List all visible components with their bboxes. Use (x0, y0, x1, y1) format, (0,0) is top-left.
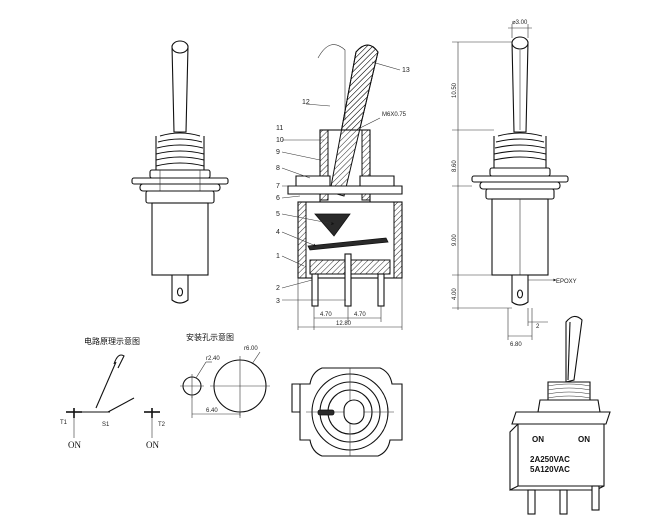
top-view (291, 367, 403, 457)
hole-spacing: 6.40 (206, 408, 218, 414)
dim-tip: ⌀3.00 (512, 20, 528, 26)
terminal-hole (176, 287, 184, 297)
callout-9: 9 (276, 149, 280, 156)
dim-body-height: 9.00 (452, 234, 458, 246)
callout-11: 11 (276, 125, 283, 132)
rating-line-1: 2A250VAC (530, 455, 570, 464)
on-left-label: ON (68, 440, 81, 450)
iso-on-right: ON (578, 435, 590, 444)
callout-3: 3 (276, 298, 280, 305)
actuator (314, 213, 351, 237)
dim-terminal-height: 4.00 (452, 288, 458, 300)
callout-7: 7 (276, 183, 280, 190)
callout-1: 1 (276, 253, 280, 260)
callout-10: 10 (276, 137, 284, 144)
thread-coils (155, 132, 205, 172)
ghost-lever (317, 44, 346, 120)
dim-body-width: 6.80 (510, 342, 522, 348)
epoxy-label: EPOXY (556, 279, 577, 285)
lever-shape (171, 41, 189, 133)
iso-on-left: ON (532, 435, 544, 444)
circuit-lever (95, 361, 117, 409)
callout-8: 8 (276, 165, 280, 172)
front-view (131, 40, 229, 304)
callout-5: 5 (276, 211, 280, 218)
switch-body (151, 202, 209, 276)
rating-line-2: 5A120VAC (530, 465, 570, 474)
dim-pitch-right: 4.70 (354, 312, 366, 318)
callout-4: 4 (276, 229, 280, 236)
circuit-diagram: 电路原理示意图 T1 S1 T2 ON ON (60, 336, 166, 450)
dim-lever-height: 10.50 (452, 82, 458, 98)
pin-middle (344, 253, 352, 307)
dim-term-width: 2 (536, 324, 540, 330)
dim-bushing-height: 8.60 (452, 160, 458, 172)
section-flange (287, 185, 403, 195)
dim-total: 12.80 (336, 321, 352, 327)
terminal-t2: T2 (158, 422, 166, 428)
rocker (307, 237, 389, 251)
terminal-s1: S1 (102, 422, 110, 428)
mounting-diagram: 安装孔示意图 r2.40 r6.00 6.40 (180, 332, 270, 418)
bushing-flange (145, 190, 215, 204)
side-view: 10.50 8.60 9.00 4.00 ⌀3.00 2 6.80 EPOXY (452, 20, 577, 348)
pin-right (377, 273, 385, 307)
callout-13: 13 (402, 67, 410, 74)
nut-top (149, 169, 211, 179)
lever-tip (171, 40, 189, 54)
circuit-title: 电路原理示意图 (84, 336, 140, 346)
dim-pitch-left: 4.70 (320, 312, 332, 318)
mounting-title: 安装孔示意图 (186, 332, 234, 342)
nut-bottom (139, 183, 221, 192)
callout-12: 12 (302, 99, 310, 106)
callout-6: 6 (276, 195, 280, 202)
terminal-t1: T1 (60, 420, 68, 426)
pin-left (311, 273, 319, 307)
washer (131, 177, 229, 185)
radius-large: r6.00 (244, 346, 258, 352)
callout-2: 2 (276, 285, 280, 292)
iso-view: ON ON 2A250VAC 5A120VAC (509, 315, 611, 515)
callout-leaders (281, 61, 401, 301)
radius-small: r2.40 (206, 356, 220, 362)
thread-label: M6X0.75 (382, 112, 407, 118)
on-right-label: ON (146, 440, 159, 450)
section-view: 1 2 3 4 5 6 7 8 9 10 11 12 13 M6X0.75 4.… (276, 44, 410, 330)
